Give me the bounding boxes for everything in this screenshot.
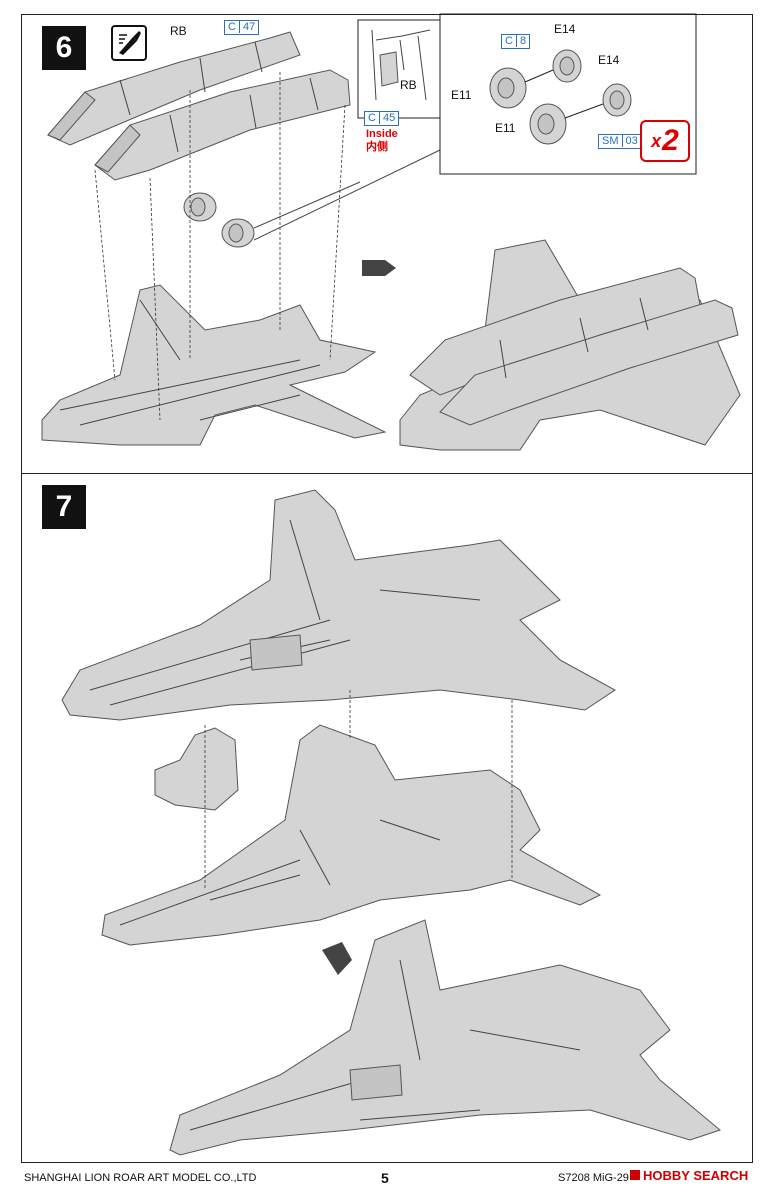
label-rb-top: RB bbox=[170, 24, 187, 38]
intake-duct-upper bbox=[47, 31, 301, 146]
step-7-badge: 7 bbox=[42, 485, 86, 529]
aircraft-step7-top bbox=[61, 489, 616, 721]
next-step-arrow-icon bbox=[362, 260, 396, 276]
footer-page-number: 5 bbox=[381, 1170, 389, 1186]
footer-kit: S7208 MiG-29 bbox=[558, 1172, 629, 1184]
aircraft-step6-before bbox=[41, 284, 387, 446]
label-inside: Inside 内侧 bbox=[366, 128, 398, 153]
footer-company: SHANGHAI LION ROAR ART MODEL CO.,LTD bbox=[24, 1172, 257, 1184]
label-e14-a: E14 bbox=[554, 22, 576, 36]
label-e14-b: E14 bbox=[598, 53, 620, 67]
aircraft-step7-middle bbox=[101, 724, 602, 946]
label-rb-inset: RB bbox=[400, 78, 417, 92]
label-e11-b: E11 bbox=[495, 121, 516, 135]
intake-duct-lower bbox=[94, 69, 351, 181]
step-6-frame bbox=[21, 14, 753, 474]
cement-glue-icon bbox=[111, 25, 147, 61]
label-e11-a: E11 bbox=[451, 88, 472, 102]
step-6-badge: 6 bbox=[42, 26, 86, 70]
ejection-seat bbox=[154, 727, 239, 811]
footer-watermark: HOBBY SEARCH bbox=[630, 1168, 748, 1183]
step-7-frame bbox=[21, 473, 753, 1163]
watermark-logo-icon bbox=[630, 1170, 640, 1180]
flow-arrow bbox=[322, 942, 352, 975]
